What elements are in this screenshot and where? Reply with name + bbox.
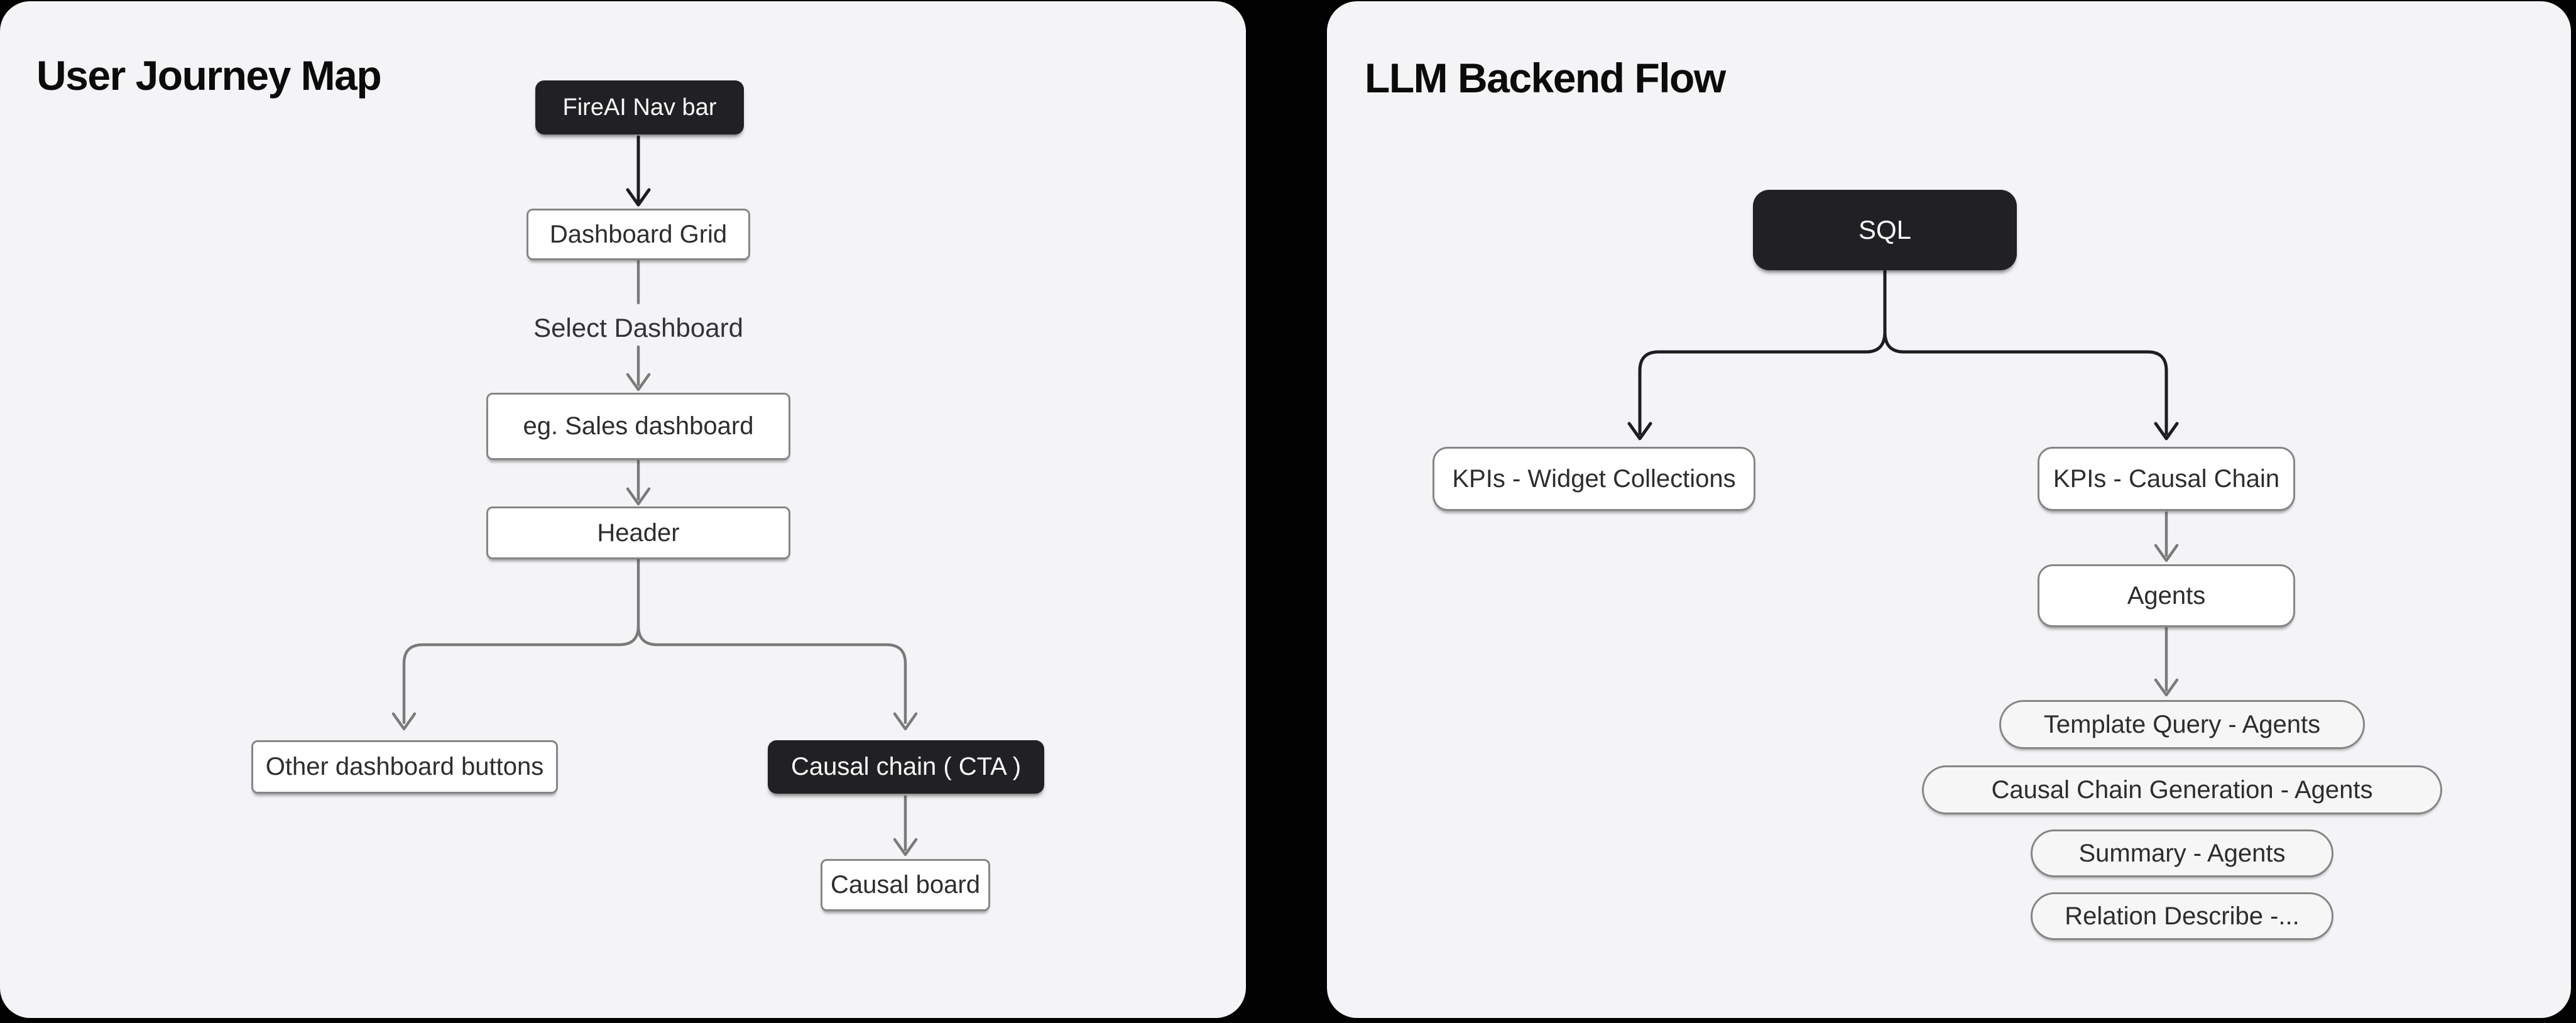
- node-agents: Agents: [2038, 564, 2295, 627]
- node-other-dashboard-buttons: Other dashboard buttons: [251, 740, 558, 794]
- node-causal-chain-generation-agents: Causal Chain Generation - Agents: [1922, 765, 2442, 814]
- node-relation-describe: Relation Describe -...: [2031, 892, 2333, 940]
- node-kpis-widget-collections: KPIs - Widget Collections: [1433, 447, 1755, 511]
- node-dashboard-grid: Dashboard Grid: [527, 209, 750, 260]
- node-causal-board: Causal board: [821, 859, 990, 911]
- select-dashboard-label: Select Dashboard: [533, 313, 743, 342]
- node-sql: SQL: [1753, 190, 2017, 270]
- node-fireai-navbar: FireAI Nav bar: [535, 80, 744, 134]
- node-header: Header: [486, 506, 790, 559]
- node-kpis-causal-chain: KPIs - Causal Chain: [2038, 447, 2295, 511]
- node-template-query-agents: Template Query - Agents: [1999, 700, 2365, 749]
- llm-backend-title: LLM Backend Flow: [1365, 55, 1726, 101]
- node-causal-chain-cta: Causal chain ( CTA ): [768, 740, 1044, 794]
- user-journey-title: User Journey Map: [36, 52, 382, 99]
- node-summary-agents: Summary - Agents: [2031, 829, 2333, 877]
- node-sales-dashboard: eg. Sales dashboard: [486, 393, 790, 460]
